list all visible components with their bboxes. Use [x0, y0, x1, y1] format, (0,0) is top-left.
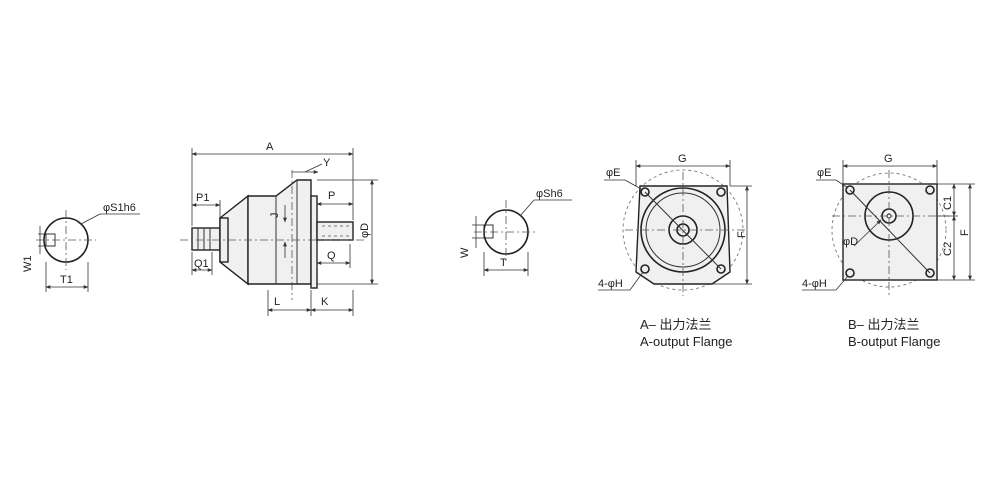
- dim-H-label: 4-φH: [802, 278, 827, 290]
- dim-Q-label: Q: [327, 250, 336, 262]
- flange-b-caption-cn: B– 出力法兰: [848, 317, 920, 332]
- bolt-hole: [925, 185, 935, 195]
- dim-C1-label: C1: [942, 196, 954, 210]
- gearbox-side-view: A Y P1 P J φD Q1 Q: [180, 141, 378, 316]
- dim-J-label: J: [269, 213, 281, 219]
- dim-D-label: φD: [843, 236, 858, 248]
- dim-Y-label: Y: [323, 157, 331, 169]
- key-width-label: W1: [22, 256, 34, 273]
- dim-G-label: G: [678, 153, 687, 165]
- flange-a-caption-en: A-output Flange: [640, 334, 733, 349]
- flange-a-view: G φE F 4-φH A– 出力法兰 A-output Flange: [598, 153, 752, 349]
- flange-b-caption-en: B-output Flange: [848, 334, 941, 349]
- dim-P1-label: P1: [196, 192, 209, 204]
- output-shaft-section: φSh6 W T: [459, 188, 572, 276]
- shaft-diameter-label: φS1h6: [103, 202, 136, 214]
- bolt-hole: [716, 264, 726, 274]
- dim-E-label: φE: [606, 167, 620, 179]
- flange-a-caption-cn: A– 出力法兰: [640, 317, 712, 332]
- bolt-hole: [716, 187, 726, 197]
- dim-F-label: F: [736, 231, 748, 238]
- bolt-hole: [640, 187, 650, 197]
- dim-K-label: K: [321, 296, 329, 308]
- dim-H-label: 4-φH: [598, 278, 623, 290]
- bolt-hole: [640, 264, 650, 274]
- dim-L-label: L: [274, 296, 280, 308]
- key-depth-label: T: [500, 257, 507, 269]
- dim-P-label: P: [328, 190, 335, 202]
- dim-A-label: A: [266, 141, 274, 153]
- dim-Q1-label: Q1: [194, 258, 209, 270]
- dim-C2-label: C2: [942, 242, 954, 256]
- dim-G-label: G: [884, 153, 893, 165]
- input-shaft-section: φS1h6 W1 T1: [22, 202, 140, 292]
- shaft-diameter-label: φSh6: [536, 188, 563, 200]
- bolt-hole: [925, 268, 935, 278]
- flange-b-view: G φE φD C1 C2 F 4-φH B– 出力法兰 B-output Fl…: [802, 153, 975, 349]
- key-depth-label: T1: [60, 274, 73, 286]
- bolt-hole: [845, 268, 855, 278]
- dim-D-label: φD: [359, 223, 371, 238]
- dim-F-label: F: [959, 229, 971, 236]
- dim-E-label: φE: [817, 167, 831, 179]
- shaft-circle: [43, 217, 89, 263]
- key-slot: [483, 224, 494, 239]
- bolt-hole: [845, 185, 855, 195]
- key-width-label: W: [459, 247, 471, 258]
